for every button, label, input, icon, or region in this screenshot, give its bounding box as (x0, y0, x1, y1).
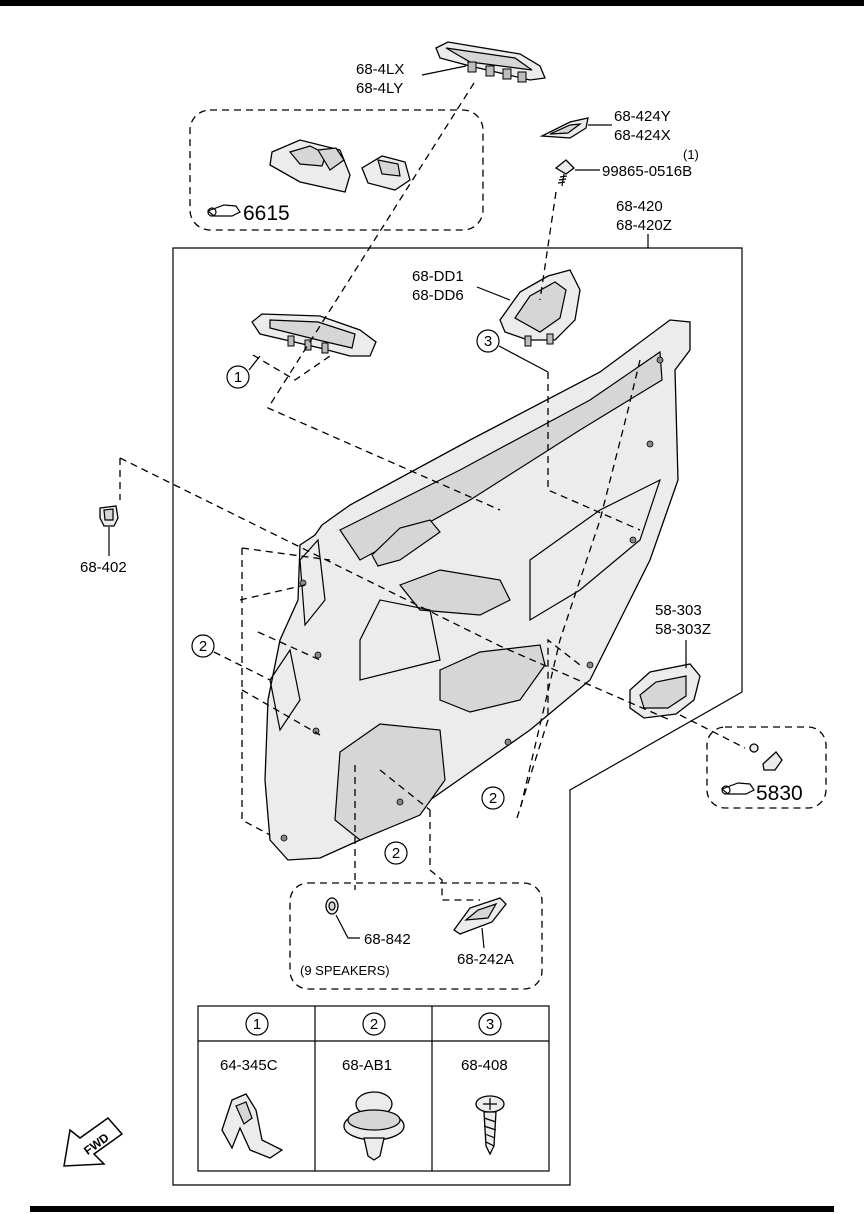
callout-3: 3 (484, 333, 492, 350)
label-68-402: 68-402 (80, 559, 127, 576)
dashed-leaders (119, 82, 746, 901)
callout-2-speaker: 2 (392, 845, 400, 862)
clip-part (99, 505, 119, 527)
inner-handle-part (629, 663, 701, 719)
speakers-note: (9 SPEAKERS) (300, 963, 390, 978)
label-68-420z: 68-420Z (616, 217, 672, 234)
clip-68-ab1-drawing (343, 1091, 405, 1161)
window-switch-group-box (189, 109, 484, 231)
screw-68-408-drawing (475, 1095, 505, 1156)
callout-1: 1 (234, 369, 242, 386)
handle-ref-box (706, 726, 827, 809)
label-68-242a: 68-242A (457, 951, 514, 968)
legend-num-2: 2 (370, 1016, 378, 1033)
finger-ref-icon-5830 (720, 782, 755, 795)
speaker-grommet-part (325, 897, 339, 915)
top-border (0, 0, 864, 6)
legend-part-3: 68-408 (461, 1057, 508, 1074)
finger-ref-icon-6615 (206, 204, 241, 217)
screw-part (554, 159, 575, 187)
window-switch-parts (269, 139, 411, 193)
speakers-box (289, 882, 543, 990)
grip-part (499, 269, 581, 347)
door-trim-panel (264, 319, 691, 861)
legend-part-2: 68-AB1 (342, 1057, 392, 1074)
fwd-arrow-icon (63, 1116, 124, 1167)
label-68-4lx: 68-4LX (356, 61, 404, 78)
ref-5830: 5830 (756, 782, 803, 805)
label-68-842: 68-842 (364, 931, 411, 948)
legend-part-1: 64-345C (220, 1057, 278, 1074)
callout-2-bottom: 2 (489, 790, 497, 807)
label-58-303z: 58-303Z (655, 621, 711, 638)
label-68-4ly: 68-4LY (356, 80, 403, 97)
main-frame (172, 247, 743, 1186)
clip-64-345c-drawing (221, 1093, 284, 1159)
label-68-424y: 68-424Y (614, 108, 671, 125)
callout-2-left: 2 (199, 638, 207, 655)
label-68-dd6: 68-DD6 (412, 287, 464, 304)
bottom-border (30, 1206, 834, 1212)
handle-small-parts (749, 743, 783, 771)
legend-num-3: 3 (486, 1016, 494, 1033)
label-68-420: 68-420 (616, 198, 663, 215)
switch-panel-upper-part (435, 41, 546, 83)
speaker-bracket-part (453, 897, 507, 935)
label-58-303: 58-303 (655, 602, 702, 619)
screw-qty: (1) (683, 147, 699, 162)
label-68-424x: 68-424X (614, 127, 671, 144)
ref-6615: 6615 (243, 202, 290, 225)
fastener-legend-table (197, 1005, 550, 1172)
legend-num-1: 1 (253, 1016, 261, 1033)
label-68-dd1: 68-DD1 (412, 268, 464, 285)
switch-panel-part (251, 313, 377, 357)
label-screw: 99865-0516B (602, 163, 692, 180)
